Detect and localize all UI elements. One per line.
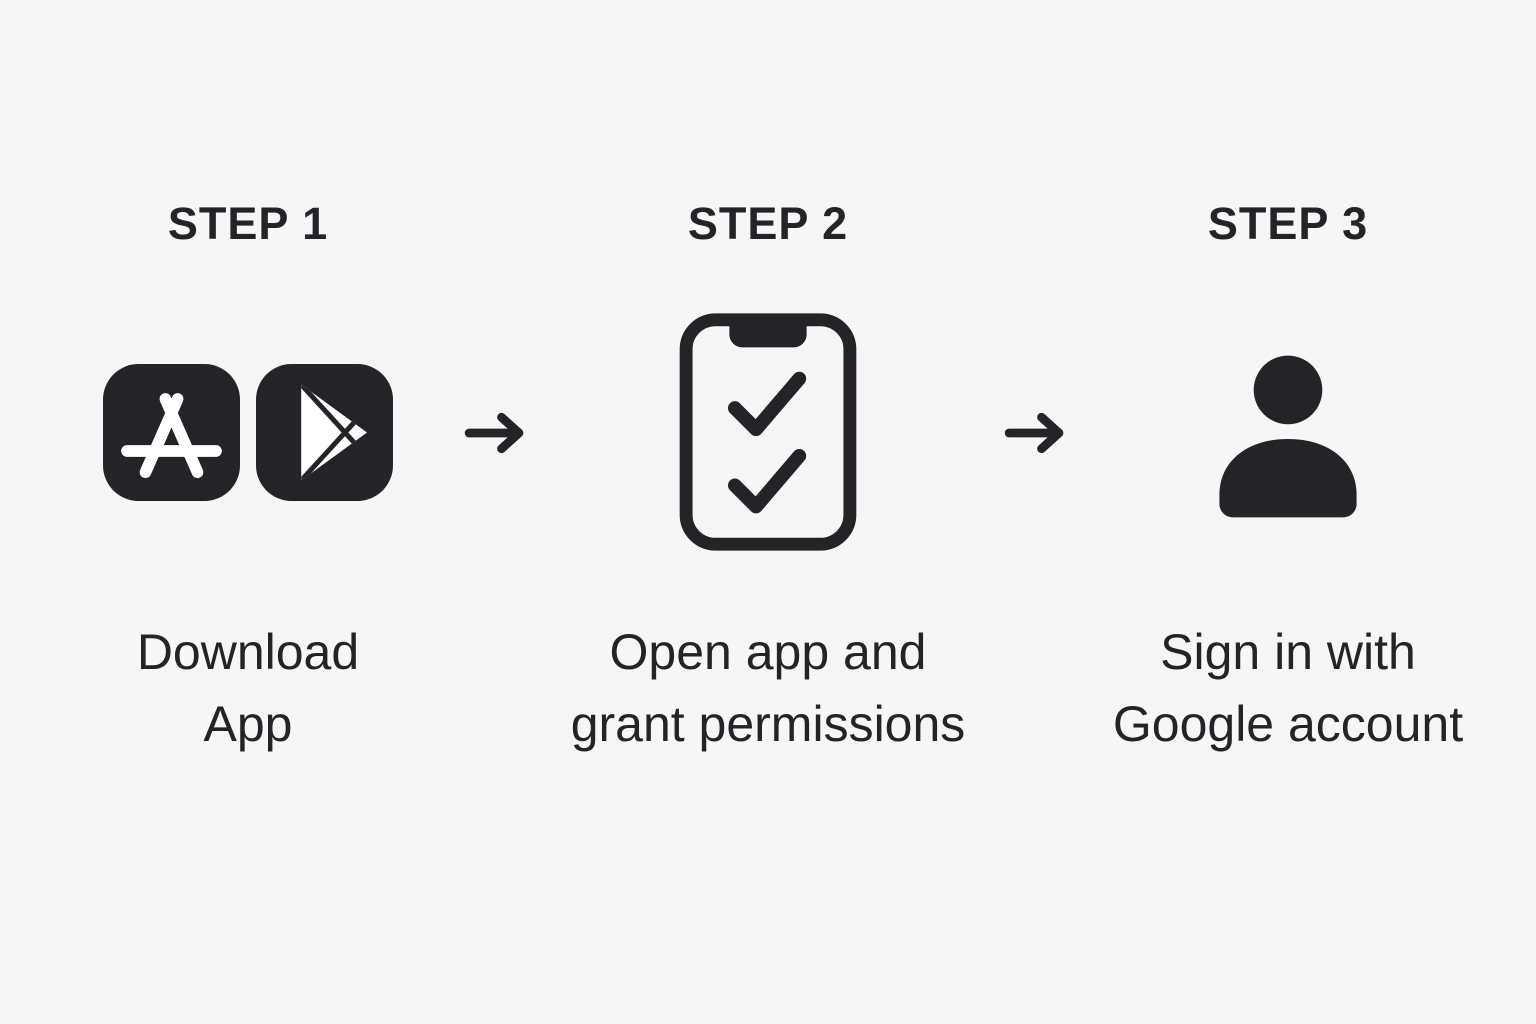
right-arrow-icon [1004, 412, 1064, 454]
step-3-column: STEP 3 Sign in with Google account [1073, 0, 1503, 1024]
step-3-heading: STEP 3 [1207, 198, 1369, 249]
user-icon [1219, 355, 1357, 518]
step-3-label: Sign in with Google account [1112, 624, 1464, 752]
step-1-label: Download App [136, 624, 360, 752]
step-2-label: Open app and grant permissions [570, 624, 966, 752]
arrow-2-column [1003, 0, 1073, 1024]
right-arrow-icon [464, 412, 524, 454]
app-store-icon [103, 363, 240, 501]
step-3-icons [1190, 292, 1386, 572]
google-play-icon [256, 363, 393, 501]
step-2-icons [676, 292, 860, 572]
step-2-heading: STEP 2 [687, 198, 849, 249]
step-1-heading: STEP 1 [167, 198, 329, 249]
step-1-column: STEP 1 Download Ap [33, 0, 463, 1024]
step-2-column: STEP 2 Open app and grant permissions [533, 0, 1003, 1024]
step-1-icons [103, 292, 393, 572]
phone-checklist-icon [679, 313, 857, 551]
arrow-1-column [463, 0, 533, 1024]
